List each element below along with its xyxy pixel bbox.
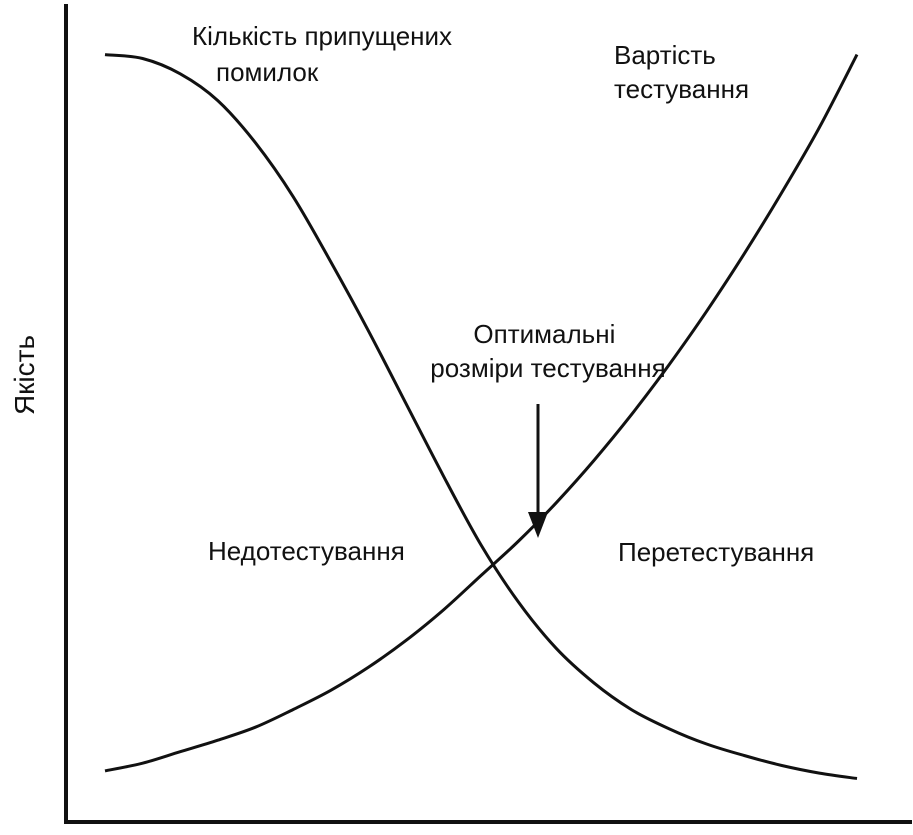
annotation-optimum: Оптимальні розміри тестування xyxy=(430,319,665,383)
annotation-under: Недотестування xyxy=(208,536,405,566)
annotation-optimum-line-2: розміри тестування xyxy=(430,353,665,383)
annotation-over: Перетестування xyxy=(618,537,814,567)
series-line-cost xyxy=(104,53,859,773)
series-label-cost-line-1: Вартість xyxy=(614,40,716,70)
series-label-errors-line-2: помилок xyxy=(216,57,319,87)
annotation-optimum-line-1: Оптимальні xyxy=(473,319,615,349)
series-label-errors-line-1: Кількість припущених xyxy=(192,21,452,51)
y-axis-label: Якість xyxy=(9,335,40,415)
optimum-arrow-head xyxy=(528,512,548,538)
series-label-cost: Вартість тестування xyxy=(614,40,749,104)
series-line-errors xyxy=(104,53,858,780)
series-label-errors: Кількість припущених помилок xyxy=(192,21,459,87)
series-label-cost-line-2: тестування xyxy=(614,74,749,104)
